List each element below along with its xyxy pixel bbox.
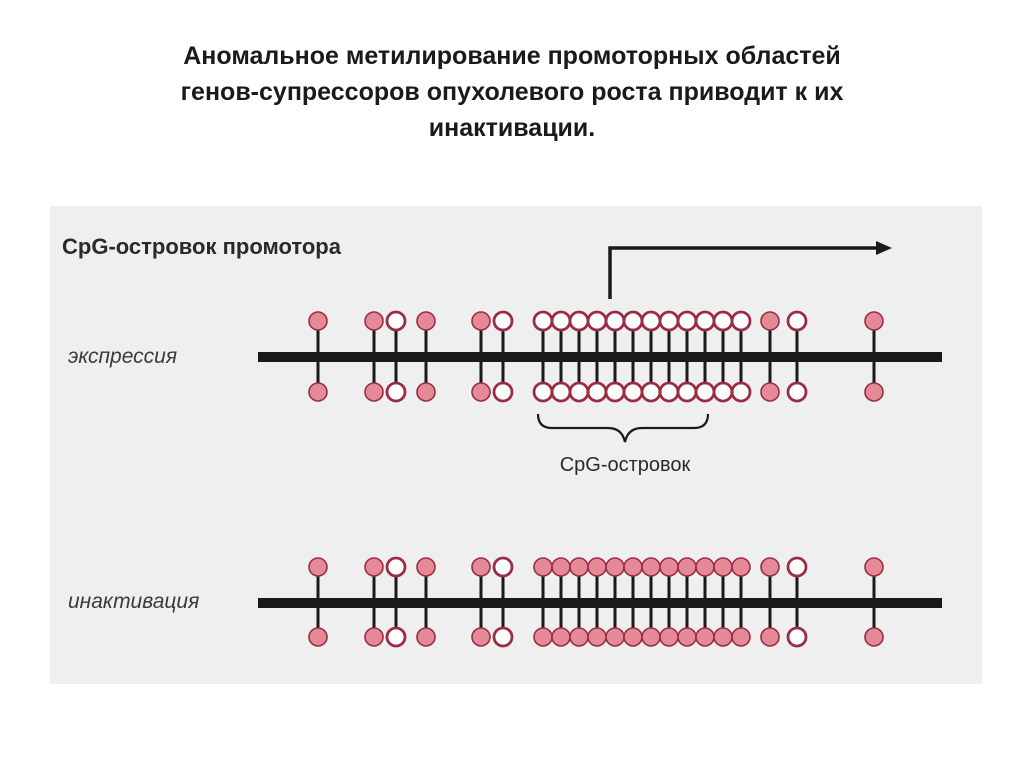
methylated-cpg-icon [569,557,589,577]
unmethylated-cpg-icon [492,310,514,332]
methylated-cpg-icon [364,557,384,577]
unmethylated-cpg-icon [385,381,407,403]
methylated-cpg-icon [695,627,715,647]
methylated-cpg-icon [695,557,715,577]
methylated-cpg-icon [364,627,384,647]
methylated-cpg-icon [416,557,436,577]
unmethylated-cpg-icon [640,310,662,332]
methylation-diagram: CpG-островок промотора CpG-островок эксп… [50,206,982,684]
unmethylated-cpg-icon [532,381,554,403]
methylated-cpg-icon [587,627,607,647]
methylated-cpg-icon [760,627,780,647]
slide-title-line-2: генов-супрессоров опухолевого роста прив… [180,78,844,106]
transcription-arrowhead-icon [876,241,892,255]
unmethylated-cpg-icon [658,310,680,332]
methylated-cpg-icon [308,557,328,577]
methylated-cpg-icon [308,627,328,647]
methylated-cpg-icon [623,557,643,577]
methylated-cpg-icon [677,557,697,577]
unmethylated-cpg-icon [550,310,572,332]
unmethylated-cpg-icon [640,381,662,403]
unmethylated-cpg-icon [492,381,514,403]
methylated-cpg-icon [864,311,884,331]
unmethylated-cpg-icon [532,310,554,332]
methylated-cpg-icon [416,382,436,402]
unmethylated-cpg-icon [786,626,808,648]
unmethylated-cpg-icon [676,310,698,332]
slide-title: Аномальное метилирование промоторных обл… [60,38,964,146]
transcription-start-arrow [608,246,878,299]
slide-title-line-1: Аномальное метилирование промоторных обл… [183,42,841,70]
unmethylated-cpg-icon [385,310,407,332]
methylated-cpg-icon [864,557,884,577]
methylated-cpg-icon [713,627,733,647]
methylated-cpg-icon [713,557,733,577]
unmethylated-cpg-icon [550,381,572,403]
methylated-cpg-icon [587,557,607,577]
unmethylated-cpg-icon [385,556,407,578]
methylated-cpg-icon [623,627,643,647]
methylated-cpg-icon [641,627,661,647]
cpg-island-brace [536,413,710,443]
unmethylated-cpg-icon [568,381,590,403]
unmethylated-cpg-icon [492,626,514,648]
unmethylated-cpg-icon [712,310,734,332]
methylated-cpg-icon [364,311,384,331]
expression-row-label: экспрессия [68,345,177,368]
methylated-cpg-icon [641,557,661,577]
methylated-cpg-icon [364,382,384,402]
inactivation-row-label: инактивация [68,590,199,613]
unmethylated-cpg-icon [694,310,716,332]
methylated-cpg-icon [864,627,884,647]
slide-title-line-3: инактивации. [428,114,596,142]
methylated-cpg-icon [308,311,328,331]
methylated-cpg-icon [471,627,491,647]
unmethylated-cpg-icon [604,381,626,403]
unmethylated-cpg-icon [385,626,407,648]
unmethylated-cpg-icon [658,381,680,403]
methylated-cpg-icon [731,627,751,647]
methylated-cpg-icon [471,557,491,577]
methylated-cpg-icon [864,382,884,402]
methylated-cpg-icon [416,627,436,647]
methylated-cpg-icon [471,382,491,402]
unmethylated-cpg-icon [676,381,698,403]
methylated-cpg-icon [605,627,625,647]
unmethylated-cpg-icon [604,310,626,332]
methylated-cpg-icon [551,627,571,647]
inactivation-row [258,556,942,648]
unmethylated-cpg-icon [730,381,752,403]
methylated-cpg-icon [731,557,751,577]
methylated-cpg-icon [659,557,679,577]
methylated-cpg-icon [551,557,571,577]
cpg-island-label: CpG-островок [560,454,691,476]
methylated-cpg-icon [677,627,697,647]
methylated-cpg-icon [308,382,328,402]
methylated-cpg-icon [760,557,780,577]
methylated-cpg-icon [760,311,780,331]
unmethylated-cpg-icon [786,381,808,403]
unmethylated-cpg-icon [622,381,644,403]
unmethylated-cpg-icon [492,556,514,578]
methylated-cpg-icon [533,627,553,647]
methylated-cpg-icon [533,557,553,577]
methylated-cpg-icon [659,627,679,647]
methylated-cpg-icon [416,311,436,331]
unmethylated-cpg-icon [568,310,590,332]
methylated-cpg-icon [605,557,625,577]
unmethylated-cpg-icon [786,310,808,332]
unmethylated-cpg-icon [694,381,716,403]
methylated-cpg-icon [760,382,780,402]
methylated-cpg-icon [471,311,491,331]
expression-row [258,310,942,403]
unmethylated-cpg-icon [586,310,608,332]
unmethylated-cpg-icon [586,381,608,403]
unmethylated-cpg-icon [712,381,734,403]
unmethylated-cpg-icon [730,310,752,332]
unmethylated-cpg-icon [622,310,644,332]
methylated-cpg-icon [569,627,589,647]
diagram-heading: CpG-островок промотора [62,234,342,259]
unmethylated-cpg-icon [786,556,808,578]
